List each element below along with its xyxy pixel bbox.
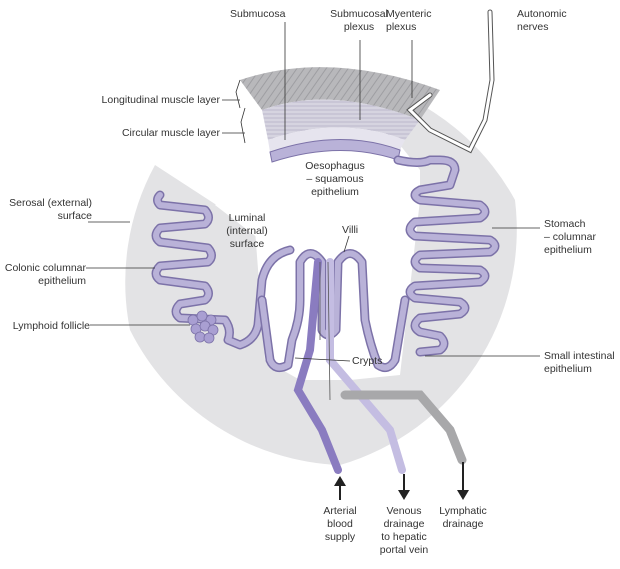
label-myenteric-plexus: Myenteric plexus — [386, 8, 432, 33]
label-small-intestinal: Small intestinal epithelium — [544, 350, 615, 375]
label-luminal-surface: Luminal (internal) surface — [226, 212, 268, 250]
circular-muscle-layer — [262, 99, 420, 140]
label-autonomic-nerves: Autonomic nerves — [517, 8, 567, 33]
label-circular-muscle: Circular muscle layer — [121, 127, 220, 139]
label-submucosa: Submucosa — [230, 8, 286, 20]
label-colonic-epithelium: Colonic columnar epithelium — [4, 262, 86, 287]
submucosa-layer — [268, 127, 405, 152]
label-venous: Venous drainage to hepatic portal vein — [379, 505, 429, 556]
lymphoid-follicle — [187, 310, 219, 344]
label-stomach: Stomach – columnar epithelium — [544, 218, 596, 256]
lumen — [215, 150, 405, 255]
label-lymphoid-follicle: Lymphoid follicle — [12, 320, 90, 332]
artery — [293, 258, 342, 474]
longitudinal-muscle-layer — [240, 67, 440, 120]
leader-lines — [86, 22, 540, 362]
label-villi: Villi — [342, 224, 359, 236]
label-crypts: Crypts — [352, 355, 383, 367]
gut-wall-background — [125, 72, 517, 466]
lymph-vessel — [340, 390, 467, 465]
label-arterial: Arterial blood supply — [323, 505, 357, 543]
flow-arrows — [334, 462, 469, 500]
label-serosal-surface: Serosal (external) surface — [9, 197, 92, 222]
label-submucosal-plexus: Submucosal plexus — [330, 8, 388, 33]
label-oesophagus: Oesophagus – squamous epithelium — [305, 160, 365, 198]
label-lymphatic: Lymphatic drainage — [439, 505, 487, 530]
label-longitudinal-muscle: Longitudinal muscle layer — [101, 94, 220, 106]
